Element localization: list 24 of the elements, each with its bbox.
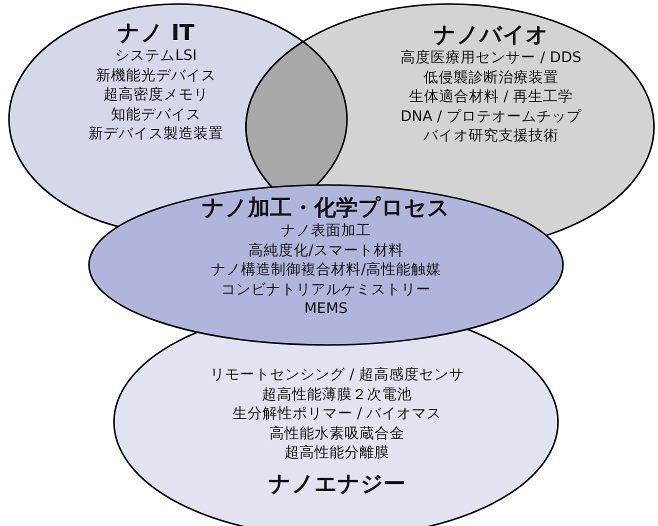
topic-text: 超高性能薄膜２次電池 [262, 386, 412, 404]
topic-text: ナノ表面加工 [281, 222, 371, 241]
topic-text: 新デバイス製造装置 [88, 125, 224, 144]
topic-text: MEMS [304, 300, 348, 319]
topic-text: 新機能光デバイス [96, 66, 216, 86]
topic-text: コンビナトリアルケミストリー [221, 280, 431, 300]
topic-text: バイオ研究支援技術 [424, 127, 558, 146]
topic-text: 超高密度メモリ [104, 86, 208, 105]
topic-text: 生体適合材料 / 再生工学 [408, 88, 574, 107]
topic-text: DNA / プロテオームチップ [400, 108, 582, 126]
topic-text: 高性能水素吸蔵合金 [270, 424, 404, 444]
category-heading: ナノ加工・化学プロセス [202, 196, 450, 222]
topic-text: 高度医療用センサー / DDS [400, 49, 582, 68]
topic-text: 低侵襲診断治療装置 [424, 68, 558, 88]
topic-text: システムLSI [115, 47, 197, 66]
topic-text: 生分解性ポリマー / バイオマス [232, 405, 442, 424]
topic-text: 高純度化/スマート材料 [248, 242, 404, 260]
topic-text: リモートセンシング / 超高感度センサ [210, 366, 464, 385]
topic-text: 知能デバイス [111, 106, 201, 124]
topic-text: 超高性能分離膜 [284, 444, 390, 463]
category-heading: ナノエナジー [268, 472, 406, 498]
category-heading: ナノ IT [118, 21, 194, 47]
category-heading: ナノバイオ [434, 23, 548, 49]
topic-text: ナノ構造制御複合材料/高性能触媒 [211, 261, 441, 280]
